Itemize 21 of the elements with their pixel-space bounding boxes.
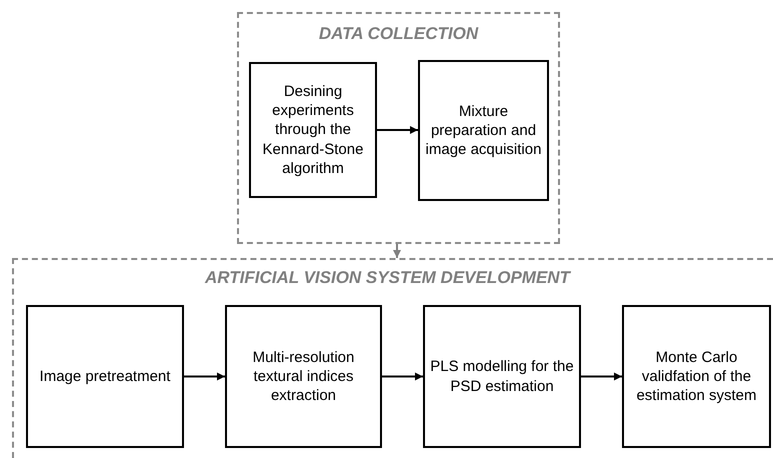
process-box [418, 60, 549, 201]
process-label: Image pretreatment [40, 366, 170, 386]
process-box [423, 305, 581, 448]
arrow [581, 372, 622, 380]
dashed-group-frame [12, 258, 773, 458]
arrow [184, 372, 225, 380]
group-heading: ARTIFICIAL VISION SYSTEM DEVELOPMENT [204, 268, 572, 288]
process-label: Desining experiments through the Kennard-Stone algorithm [262, 82, 364, 178]
process-label: PLS modelling for the PSD estimation [429, 357, 575, 396]
arrow [377, 126, 418, 134]
group-heading: DATA COLLECTION [318, 24, 480, 44]
process-label: Mixture preparation and image acquisition [424, 102, 542, 160]
process-box [225, 305, 382, 448]
arrow [393, 244, 401, 258]
process-label: Monte Carlo validfation of the estimation system [635, 348, 758, 406]
arrow [382, 372, 423, 380]
process-label: Multi-resolution textural indices extraction [252, 348, 356, 406]
process-box [249, 62, 377, 198]
process-box [622, 305, 771, 448]
dashed-group-frame [237, 12, 560, 244]
process-box [26, 305, 184, 448]
